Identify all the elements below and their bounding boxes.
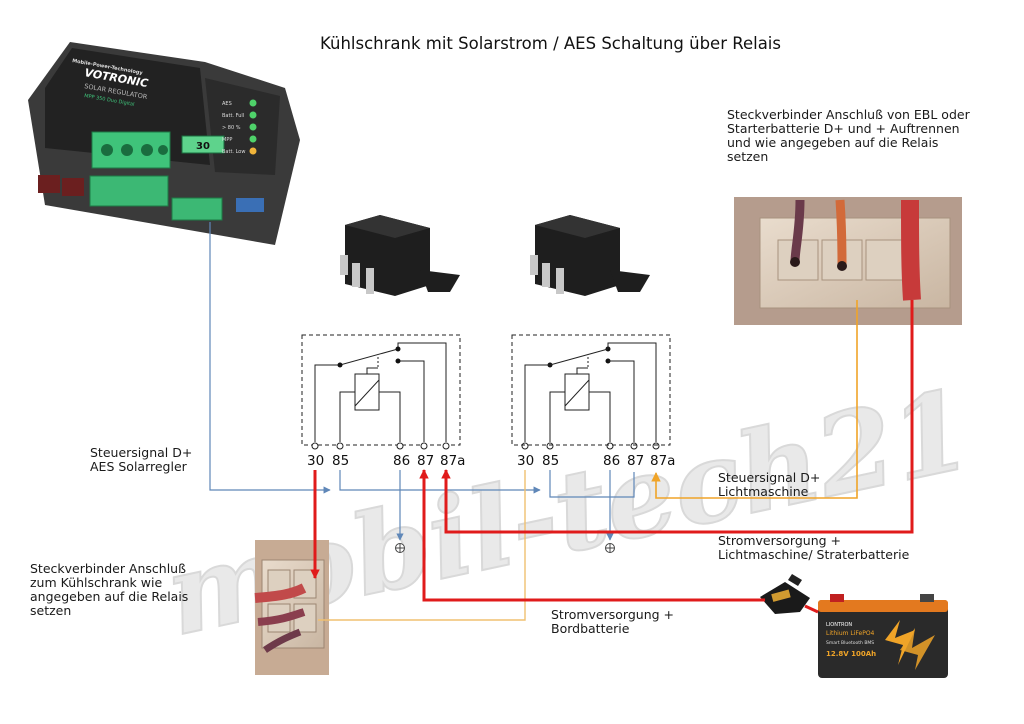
- relay2-pin-85: 85: [542, 453, 559, 469]
- controller-fuse-label: 30: [196, 141, 210, 152]
- relay1-pin-87a: 87a: [440, 453, 465, 469]
- battery-type: Lithium LiFePO4: [826, 630, 875, 637]
- relay-2-schematic: [511, 334, 671, 446]
- controller-led-low: Batt. Low: [222, 149, 245, 155]
- power-alternator-label: Stromversorgung + Lichtmaschine/ Strater…: [718, 533, 910, 562]
- relay1-pin-30: 30: [307, 453, 324, 469]
- controller-led-aes: AES: [222, 101, 232, 107]
- relay2-pin-30: 30: [517, 453, 534, 469]
- fridge-signal-wire: [318, 470, 526, 621]
- relay2-pin-87: 87: [627, 453, 644, 469]
- diagram-title: Kühlschrank mit Solarstrom / AES Schaltu…: [320, 34, 781, 53]
- control-signal-solar-label: Steuersignal D+ AES Solarregler: [90, 445, 193, 474]
- relay2-pin-87a: 87a: [650, 453, 675, 469]
- relay-photo-1: [340, 215, 460, 296]
- relay-1-schematic: [301, 334, 461, 446]
- control-signal-alternator-label: Steuersignal D+ Lichtmaschine: [718, 470, 821, 499]
- relay2-pin-86: 86: [603, 453, 620, 469]
- fridge-connector-photo: [254, 540, 329, 675]
- fuse-holder-image: [760, 574, 810, 614]
- battery-feature: Smart Bluetooth BMS: [826, 640, 874, 646]
- controller-led-80: > 80 %: [222, 125, 241, 131]
- battery-rating: 12.8V 100Ah: [826, 650, 876, 658]
- ebl-connector-note: Steckverbinder Anschluß von EBL oder Sta…: [727, 107, 970, 164]
- relay-photo-2: [530, 215, 650, 296]
- fridge-connector-note: Steckverbinder Anschluß zum Kühlschrank …: [30, 561, 189, 618]
- relay1-pin-86: 86: [393, 453, 410, 469]
- control-wire-alternator: [651, 300, 858, 499]
- battery-brand: LIONTRON: [826, 622, 852, 628]
- ebl-connector-photo: [734, 197, 962, 325]
- relay1-pin-87: 87: [417, 453, 434, 469]
- control-wire-solar: [209, 222, 635, 541]
- controller-led-full: Batt. Full: [222, 113, 244, 119]
- power-wire: [310, 300, 914, 614]
- ground-symbol: [395, 543, 615, 553]
- power-onboard-label: Stromversorgung + Bordbatterie: [551, 607, 674, 636]
- controller-led-mpp: MPP: [222, 137, 232, 143]
- solar-regulator-image: Mobile-Power-Technology VOTRONIC SOLAR R…: [28, 42, 300, 245]
- relay1-pin-85: 85: [332, 453, 349, 469]
- battery-image: LIONTRON Lithium LiFePO4 Smart Bluetooth…: [818, 594, 948, 678]
